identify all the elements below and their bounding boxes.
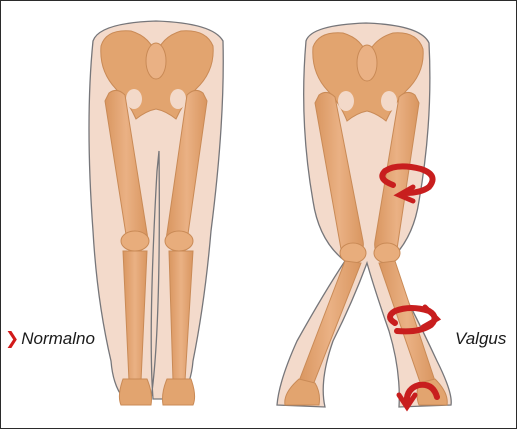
valgus-knee-right [374,243,400,263]
valgus-obturator-left [338,91,354,111]
normal-label: ❯Normalno [5,329,95,349]
chevron-right-icon: ❯ [5,329,19,349]
valgus-label-text: Valgus [455,329,506,348]
normal-foot-right [163,379,195,405]
normal-foot-left [119,379,151,405]
normal-obturator-left [126,89,142,109]
valgus-label: Valgus [455,329,506,349]
normal-legs-figure [89,21,223,405]
valgus-knee-left [340,243,366,263]
normal-knee-left [121,231,149,251]
normal-obturator-right [170,89,186,109]
normal-knee-right [165,231,193,251]
valgus-obturator-right [381,91,397,111]
valgus-legs-figure [277,23,451,407]
normal-label-text: Normalno [21,329,95,348]
